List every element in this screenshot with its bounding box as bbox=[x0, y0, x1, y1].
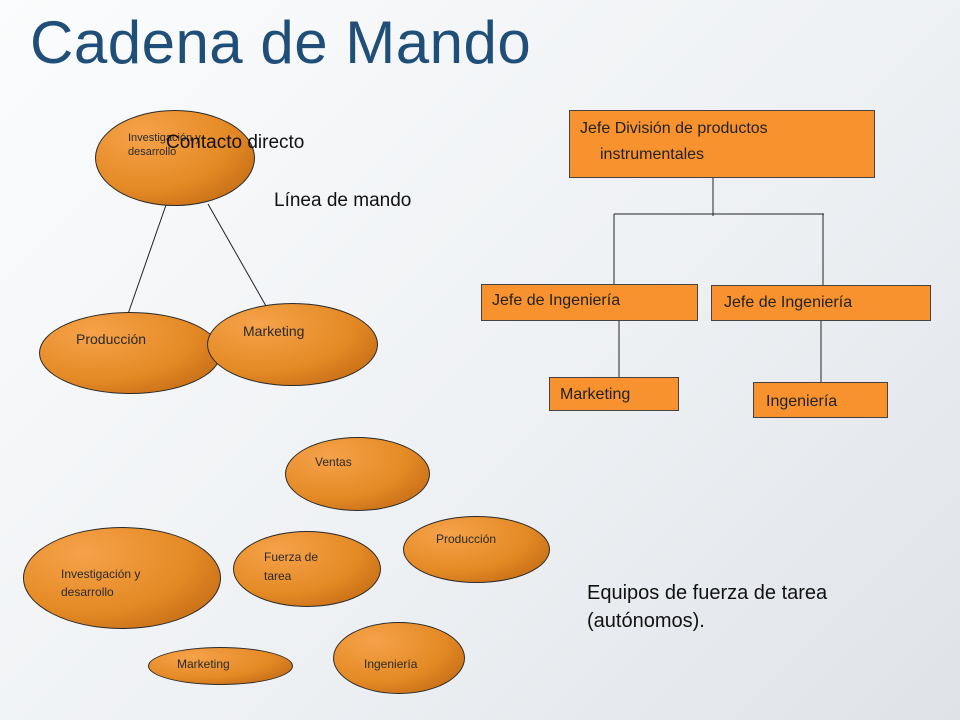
ventas-label: Ventas bbox=[315, 455, 352, 469]
team-produccion-label: Producción bbox=[436, 532, 497, 546]
team-ingenieria-label: Ingeniería bbox=[364, 657, 418, 671]
team-ingenieria-ellipse bbox=[333, 622, 465, 694]
ventas-ellipse bbox=[285, 437, 430, 511]
fuerza-tarea-line2: tarea bbox=[264, 569, 292, 583]
team-marketing-label: Marketing bbox=[177, 657, 230, 671]
fuerza-tarea-ellipse bbox=[233, 531, 381, 607]
rd-label: Investigación y desarrollo bbox=[128, 132, 201, 158]
linea-de-mando-label: Línea de mando bbox=[274, 190, 412, 211]
team-produccion-ellipse bbox=[403, 516, 550, 583]
contacto-directo-label: Contacto directo bbox=[166, 132, 305, 153]
team-rd-line1: Investigación y bbox=[61, 567, 141, 581]
org-ingenieria-box: Ingeniería bbox=[753, 382, 888, 418]
org-ingenieria-label: Ingeniería bbox=[766, 393, 838, 410]
produccion-ellipse bbox=[39, 312, 221, 394]
marketing-label: Marketing bbox=[243, 323, 305, 339]
jefe-division-line2: instrumentales bbox=[600, 146, 705, 163]
jefe-ingenieria-label-1: Jefe de Ingeniería bbox=[492, 292, 621, 309]
team-rd-line2: desarrollo bbox=[61, 585, 114, 599]
marketing-ellipse bbox=[207, 303, 378, 386]
org-marketing-label: Marketing bbox=[560, 386, 631, 403]
produccion-label: Producción bbox=[76, 331, 147, 347]
jefe-ingenieria-box-2: Jefe de Ingeniería bbox=[711, 285, 931, 321]
jefe-ingenieria-label-2: Jefe de Ingeniería bbox=[724, 294, 853, 311]
jefe-division-box: Jefe División de productos instrumentale… bbox=[569, 110, 875, 178]
page-title: Cadena de Mando bbox=[30, 9, 532, 76]
connector-rd-produccion bbox=[127, 204, 167, 315]
connector-rd-marketing bbox=[207, 203, 267, 307]
team-rd-ellipse bbox=[23, 527, 221, 629]
team-marketing-ellipse bbox=[148, 647, 293, 685]
org-marketing-box: Marketing bbox=[549, 377, 679, 411]
jefe-division-line1: Jefe División de productos bbox=[580, 120, 768, 137]
jefe-ingenieria-box-1: Jefe de Ingeniería bbox=[481, 284, 698, 321]
caption-line1: Equipos de fuerza de tarea bbox=[587, 582, 828, 604]
fuerza-tarea-line1: Fuerza de bbox=[264, 550, 319, 564]
caption-line2: (autónomos). bbox=[587, 610, 705, 632]
rd-ellipse bbox=[95, 110, 255, 206]
